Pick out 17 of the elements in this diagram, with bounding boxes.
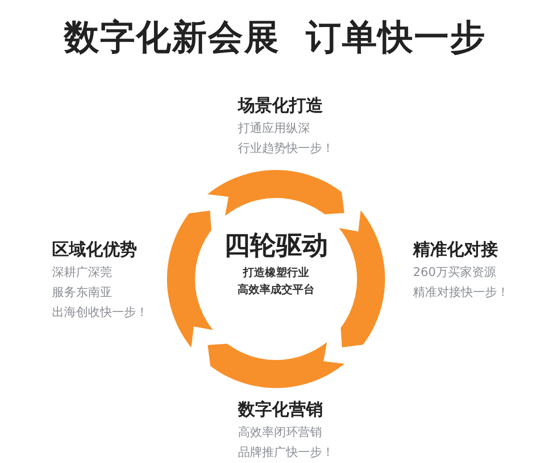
heading: 数字化营销 (238, 399, 324, 422)
title: 数字化新会展 订单快一步 (62, 17, 488, 60)
heading: 精准化对接 (413, 239, 499, 262)
description-text: 精准对接快一步！ (413, 284, 509, 301)
heading: 四轮驱动 (223, 230, 329, 263)
heading: 场景化打造 (238, 95, 324, 118)
description-text: 服务东南亚 (52, 284, 113, 301)
description-text: 高效率成交平台 (236, 282, 316, 298)
description-text: 深耕广深莞 (52, 264, 113, 281)
description-text: 打造橡塑行业 (242, 265, 310, 281)
description-text: 打通应用纵深 (238, 120, 311, 137)
description-text: 行业趋势快一步！ (238, 140, 334, 157)
heading: 区域化优势 (52, 239, 138, 262)
description-text: 260万买家资源 (413, 264, 497, 281)
description-text: 高效率闭环营销 (238, 424, 323, 441)
description-text: 出海创收快一步！ (52, 304, 148, 321)
description-text: 品牌推广快一步！ (238, 444, 334, 461)
